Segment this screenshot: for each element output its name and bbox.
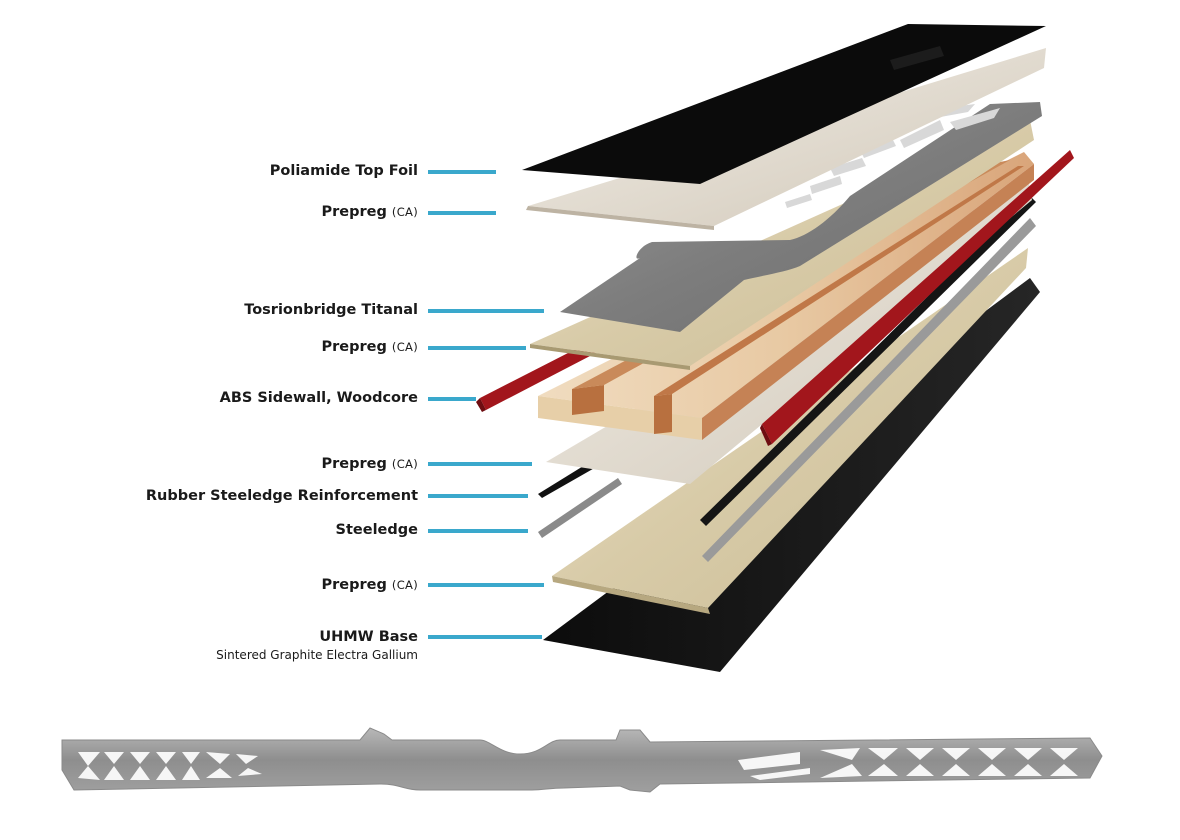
layer-prepreg-bottom: [552, 248, 1028, 614]
leader-line: [428, 635, 542, 639]
leader-line: [428, 462, 532, 466]
leader-line: [428, 529, 528, 533]
label-prepreg-1: Prepreg (CA): [321, 204, 418, 220]
torsionbridge-plate: [61, 727, 1103, 793]
leader-line: [428, 583, 544, 587]
label-steeledge: Steeledge: [335, 522, 418, 538]
leader-line: [428, 397, 476, 401]
label-uhmw-base: UHMW Base: [319, 629, 418, 645]
label-prepreg-2: Prepreg (CA): [321, 339, 418, 355]
layer-top-foil: [522, 24, 1046, 184]
leader-line: [428, 309, 544, 313]
label-prepreg-3: Prepreg (CA): [321, 456, 418, 472]
label-abs-sidewall-woodcore: ABS Sidewall, Woodcore: [219, 390, 418, 406]
layer-steeledge: [538, 218, 1036, 562]
label-poliamide-top-foil: Poliamide Top Foil: [269, 163, 418, 179]
leader-line: [428, 494, 528, 498]
leader-line: [428, 346, 526, 350]
label-prepreg-4: Prepreg (CA): [321, 577, 418, 593]
leader-line: [428, 211, 496, 215]
leader-line: [428, 170, 496, 174]
sublabel-uhmw-base: Sintered Graphite Electra Gallium: [216, 648, 418, 662]
label-torsionbridge-titanal: Tosrionbridge Titanal: [244, 302, 418, 318]
layer-abs-sidewall-right: [760, 150, 1074, 446]
label-rubber-steeledge-reinforcement: Rubber Steeledge Reinforcement: [145, 488, 418, 504]
